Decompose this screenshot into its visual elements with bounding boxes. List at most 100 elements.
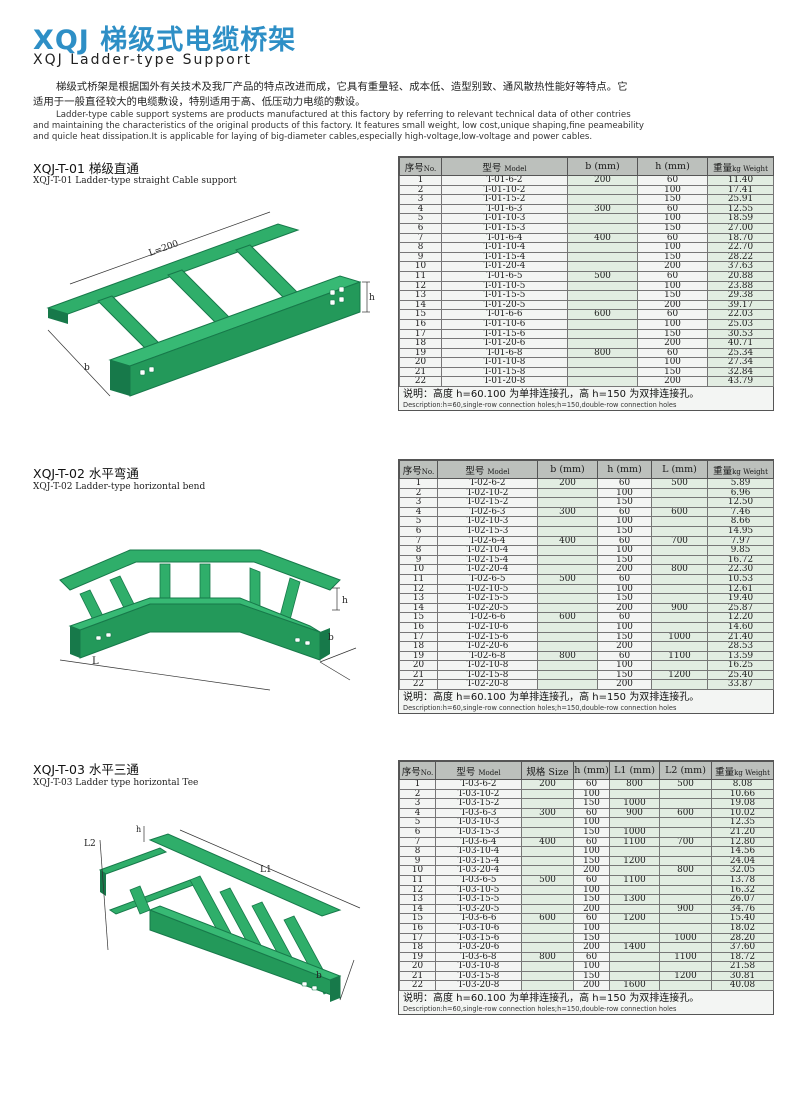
table-cell: T-01-6-8 (441, 347, 568, 359)
table-cell: T-02-10-8 (437, 660, 538, 671)
table-cell: T-03-20-6 (435, 942, 522, 953)
col-h: h (mm) (573, 761, 610, 780)
table-cell: 100 (597, 487, 652, 499)
table-cell: 28.22 (707, 251, 774, 263)
table-cell (567, 261, 638, 272)
table-cell: 7 (399, 232, 442, 244)
col-weight: 重量kg Weight (707, 460, 774, 479)
table-cell: 16 (399, 922, 436, 934)
table-cell: 1100 (609, 874, 660, 886)
table-cell (609, 961, 660, 972)
dim-width-label: b (84, 363, 90, 373)
intro-english: Ladder-type cable support systems are pr… (33, 110, 644, 143)
table-cell: T-03-15-5 (435, 894, 522, 905)
table-cell: 11 (399, 573, 438, 585)
table-cell: 40.71 (707, 338, 774, 349)
table-cell: 150 (597, 669, 652, 681)
table-cell (521, 846, 574, 857)
table-cell: 100 (573, 817, 610, 828)
table-cell: T-03-10-3 (435, 817, 522, 828)
table-cell: T-03-15-2 (435, 798, 522, 809)
table-cell: 150 (637, 328, 708, 340)
col-model: 型号 Model (441, 157, 568, 176)
table-cell: T-02-20-8 (437, 679, 538, 691)
table-cell: 14 (399, 602, 438, 614)
table-cell (659, 980, 712, 992)
table-cell (567, 222, 638, 234)
table-cell: 200 (637, 376, 708, 388)
table-cell: T-02-6-5 (437, 573, 538, 585)
table-cell: 8 (399, 846, 436, 857)
table-cell: T-01-15-4 (441, 251, 568, 263)
table-cell: 37.60 (711, 942, 774, 953)
table-cell: 17 (399, 328, 442, 340)
table-cell (521, 855, 574, 867)
table-cell (537, 593, 598, 604)
table-cell: 1 (399, 779, 436, 790)
table-cell: 9.85 (707, 545, 774, 556)
table-cell: 400 (537, 535, 598, 547)
table-cell: 20 (399, 357, 442, 368)
table-header: 序号No. 型号 Model b (mm) h (mm) 重量kg Weight (399, 157, 774, 176)
table-cell: 22.30 (707, 564, 774, 575)
table-cell: T-02-10-5 (437, 583, 538, 595)
table-cell: 12 (399, 583, 438, 595)
table-cell: T-02-6-2 (437, 478, 538, 489)
table-cell: 100 (597, 545, 652, 556)
table-cell: 16 (399, 621, 438, 633)
table-cell: 15 (399, 913, 436, 924)
table-cell: 60 (637, 203, 708, 215)
col-l: L (mm) (651, 460, 708, 479)
table-cell: 150 (637, 290, 708, 301)
table-cell: 22 (399, 376, 442, 388)
table-cell: 8 (399, 545, 438, 556)
table-cell: 800 (609, 779, 660, 790)
table-cell: T-02-20-5 (437, 602, 538, 614)
table-cell: T-01-20-8 (441, 376, 568, 388)
table-cell: 200 (597, 679, 652, 691)
table-cell: 800 (537, 650, 598, 662)
table-cell: 200 (521, 779, 574, 790)
table-cell: T-03-15-3 (435, 826, 522, 838)
table-cell (567, 366, 638, 378)
table-cell: 150 (637, 194, 708, 205)
table-cell: 200 (573, 980, 610, 992)
table-cell: 18 (399, 641, 438, 652)
table-cell: T-01-15-8 (441, 366, 568, 378)
section2-subtitle: XQJ-T-02 Ladder-type horizontal bend (33, 482, 206, 492)
table-cell: T-01-15-5 (441, 290, 568, 301)
table-cell: 25.03 (707, 318, 774, 330)
table-cell: 3 (399, 497, 438, 508)
table-cell: 13.78 (711, 874, 774, 886)
table-cell (659, 846, 712, 857)
table-cell: 22 (399, 980, 436, 992)
table-cell (567, 242, 638, 253)
table-cell: 900 (659, 903, 712, 915)
table-cell (651, 487, 708, 499)
col-size: 规格 Size (521, 761, 574, 780)
table-cell: 900 (609, 807, 660, 819)
table-cell (521, 942, 574, 953)
table-cell: 11 (399, 874, 436, 886)
table-cell: 5.89 (707, 478, 774, 489)
table-cell (537, 621, 598, 633)
table-cell: 24.04 (711, 855, 774, 867)
table-cell: 21.58 (711, 961, 774, 972)
table-cell: 39.17 (707, 299, 774, 311)
table-cell: 60 (637, 270, 708, 282)
table-cell: 3 (399, 194, 442, 205)
